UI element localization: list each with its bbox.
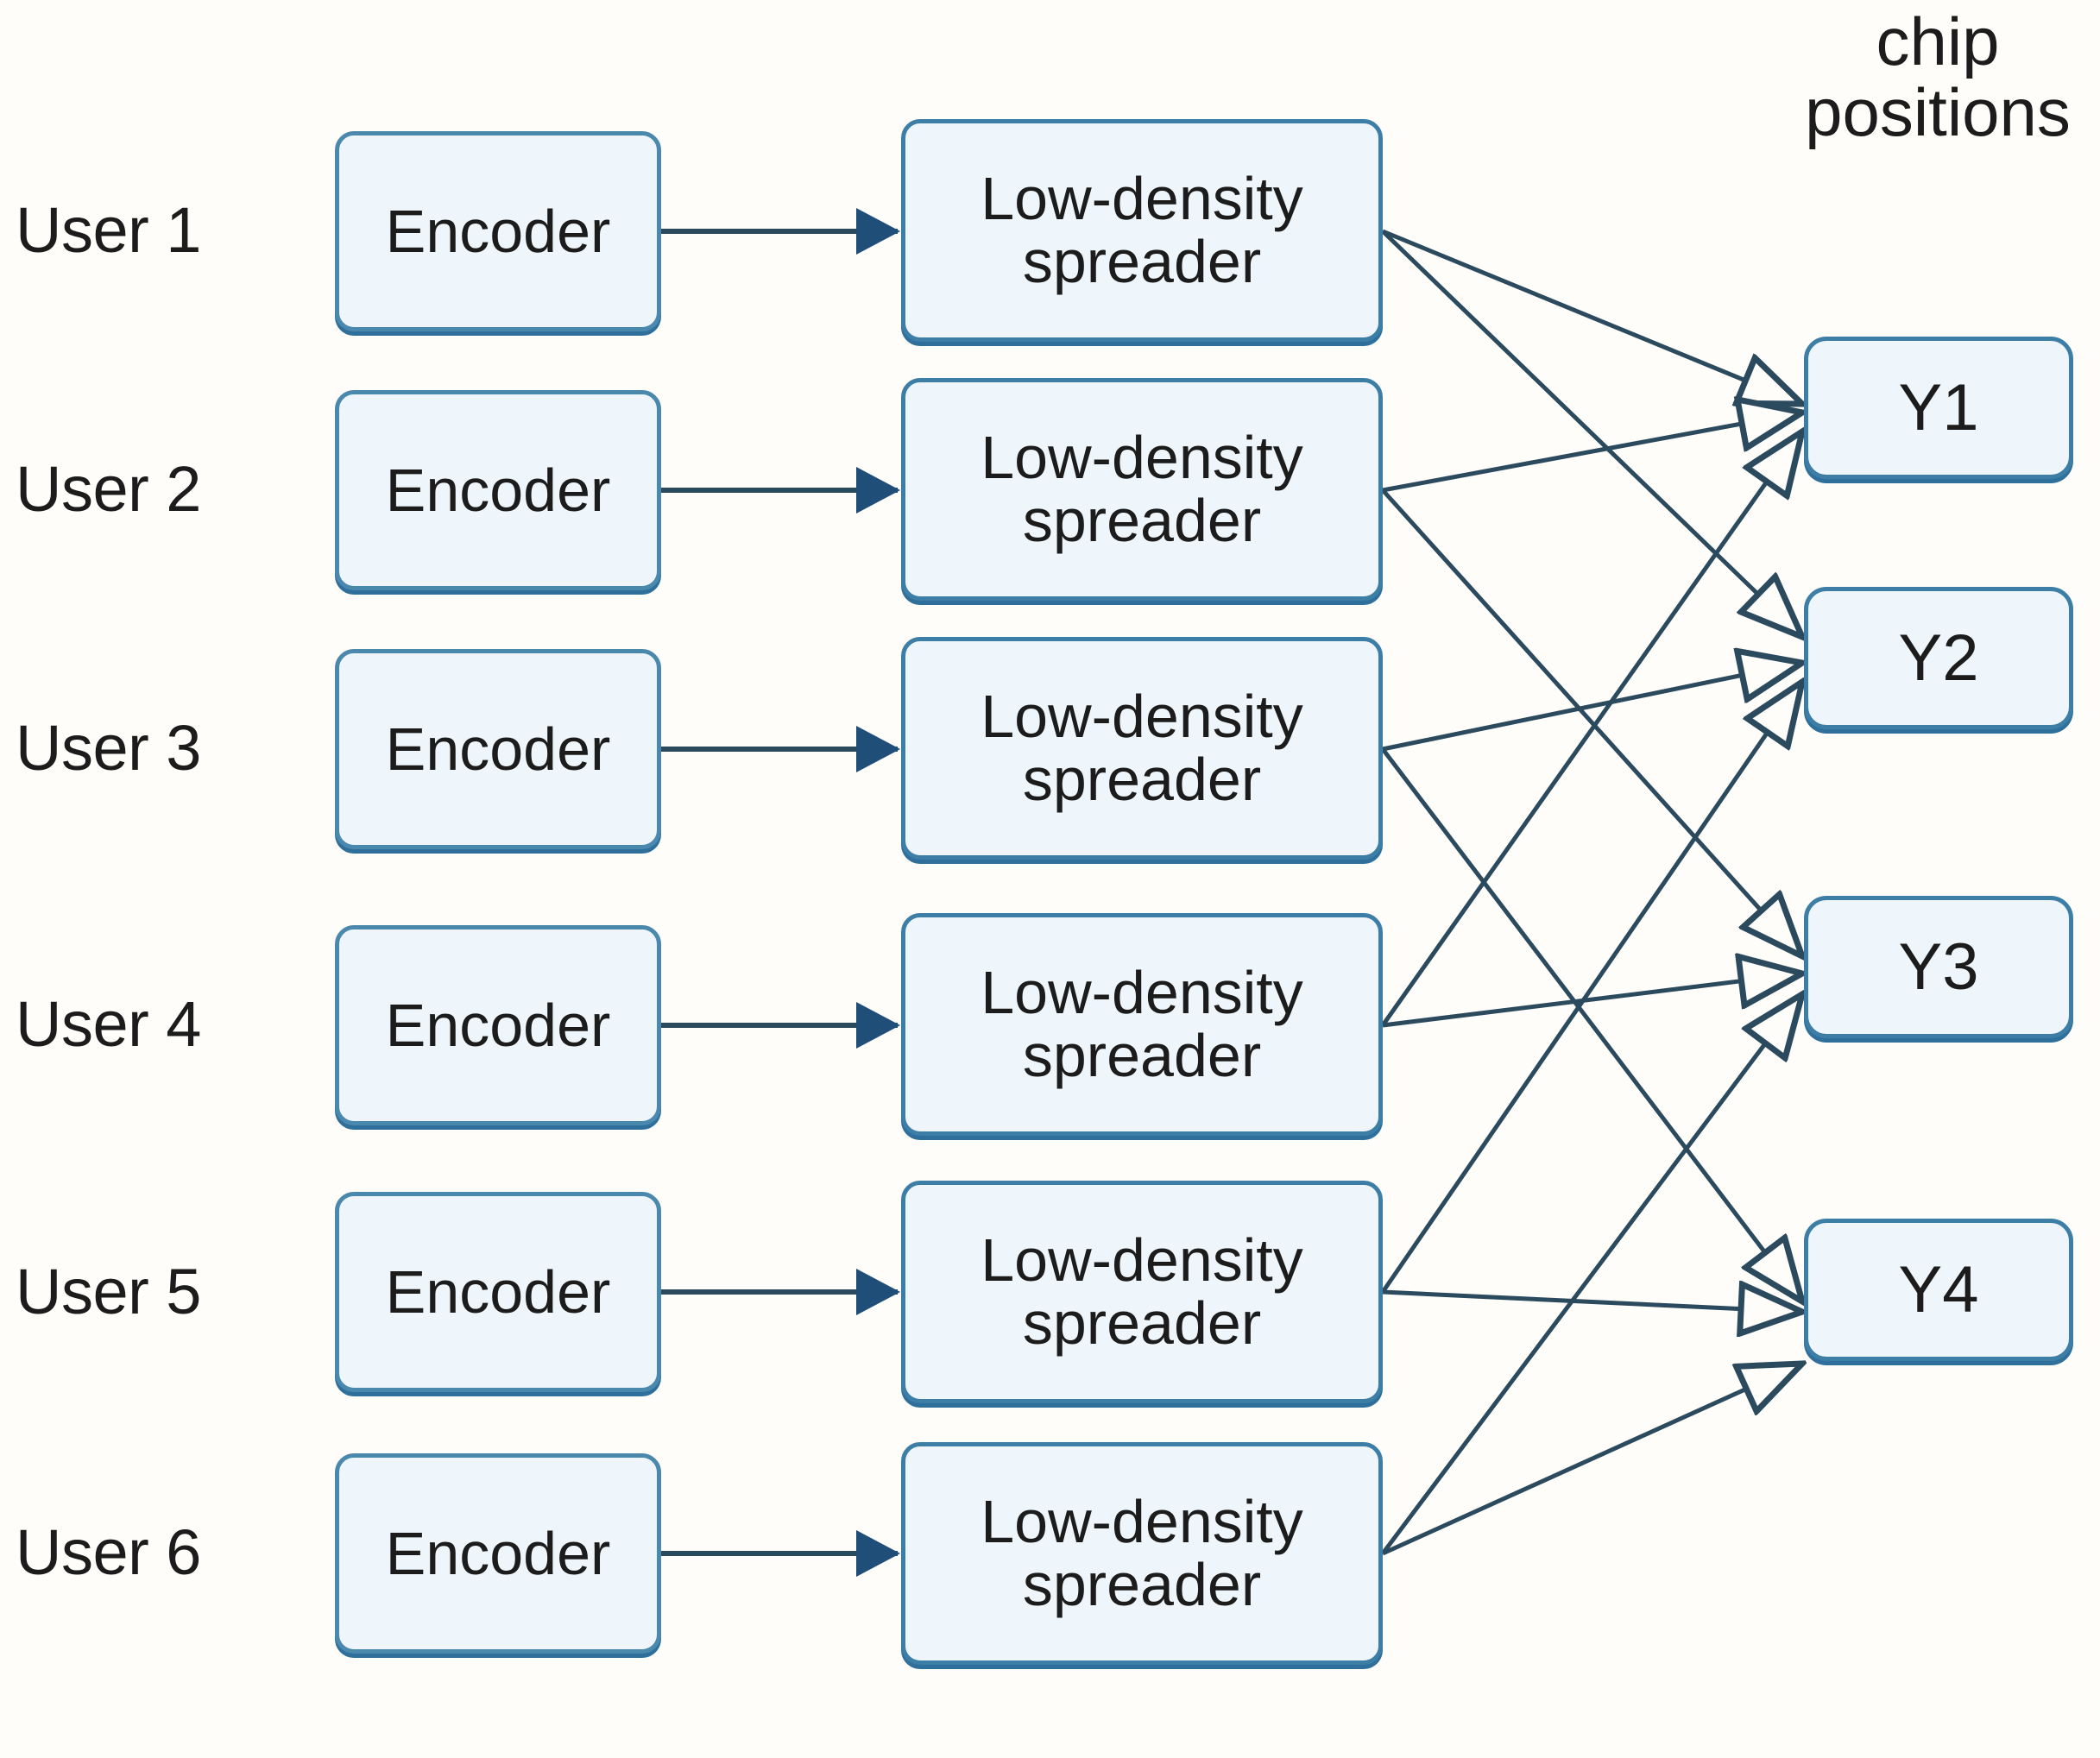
encoder-box-user-6[interactable]: Encoder xyxy=(335,1453,661,1654)
edge-u6-y3 xyxy=(1381,994,1802,1555)
user-label-3: User 3 xyxy=(16,712,201,784)
chip-position-box-y1[interactable]: Y1 xyxy=(1804,337,2073,479)
chip-position-box-y2[interactable]: Y2 xyxy=(1804,587,2073,729)
edge-u3-y4 xyxy=(1381,747,1802,1301)
spreader-box-user-3[interactable]: Low-density spreader xyxy=(901,637,1383,860)
user-label-5: User 5 xyxy=(16,1256,201,1327)
edge-u1-y2 xyxy=(1381,230,1802,637)
edge-u4-y3 xyxy=(1382,974,1802,1028)
encoder-box-user-1[interactable]: Encoder xyxy=(335,131,661,331)
edge-u5-y4 xyxy=(1382,1292,1802,1312)
chip-positions-title: chip positions xyxy=(1805,3,2071,150)
spreader-box-user-4[interactable]: Low-density spreader xyxy=(901,913,1383,1136)
chip-position-box-y4[interactable]: Y4 xyxy=(1804,1219,2073,1361)
edge-u2-y3 xyxy=(1381,488,1802,956)
edge-u1-y1 xyxy=(1382,229,1802,404)
edge-u4-y1 xyxy=(1380,432,1802,1027)
edge-u5-y2 xyxy=(1380,682,1802,1294)
encoder-box-user-3[interactable]: Encoder xyxy=(335,649,661,849)
edge-u3-y2 xyxy=(1382,663,1802,752)
spreader-box-user-2[interactable]: Low-density spreader xyxy=(901,378,1383,601)
edge-u6-y4 xyxy=(1381,1364,1802,1556)
spreader-box-user-6[interactable]: Low-density spreader xyxy=(901,1442,1383,1665)
user-label-2: User 2 xyxy=(16,453,201,525)
user-label-4: User 4 xyxy=(16,988,201,1060)
encoder-box-user-5[interactable]: Encoder xyxy=(335,1192,661,1392)
spreader-box-user-5[interactable]: Low-density spreader xyxy=(901,1181,1383,1403)
spreader-box-user-1[interactable]: Low-density spreader xyxy=(901,119,1383,342)
user-label-1: User 1 xyxy=(16,194,201,266)
user-label-6: User 6 xyxy=(16,1516,201,1588)
encoder-box-user-2[interactable]: Encoder xyxy=(335,390,661,590)
chip-position-box-y3[interactable]: Y3 xyxy=(1804,896,2073,1038)
encoder-box-user-4[interactable]: Encoder xyxy=(335,925,661,1125)
edge-u2-y1 xyxy=(1382,413,1802,493)
